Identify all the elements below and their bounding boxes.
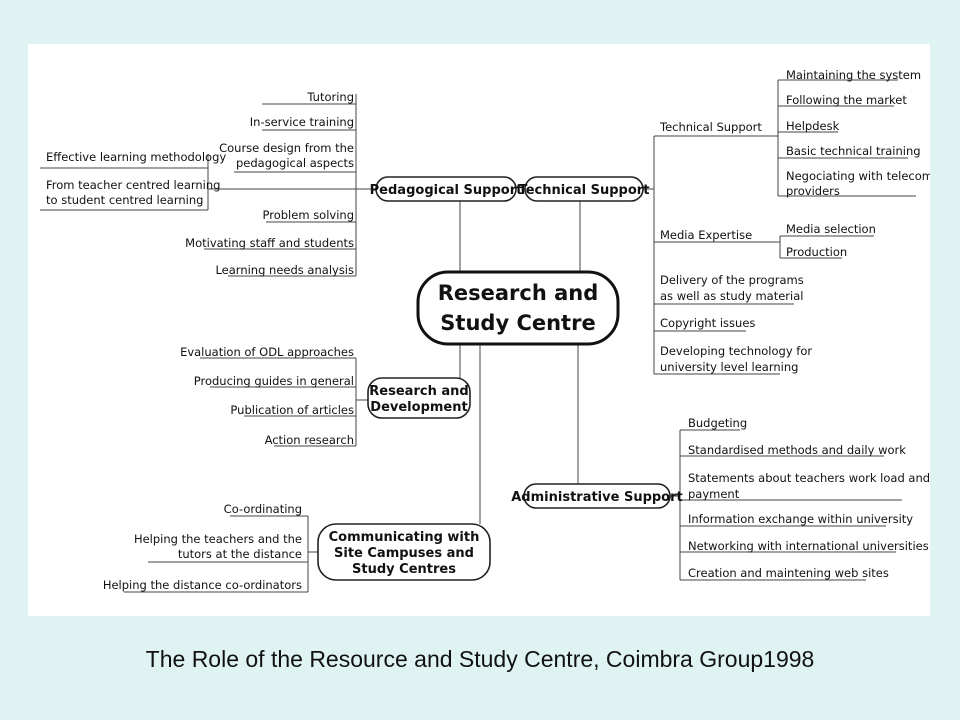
item-following: Following the market [786,93,907,107]
item-developing-line1: Developing technology for [660,344,812,358]
hub-research-label-line1: Research and [369,384,468,399]
mind-map-diagram: Research and Study Centre Pedagogical Su… [40,68,930,593]
item-copyright: Copyright issues [660,316,755,330]
item-producing-guides: Producing guides in general [194,374,354,388]
item-statements-line1: Statements about teachers work load and [688,471,930,485]
item-basic-training: Basic technical training [786,144,921,158]
item-delivery-line2: as well as study material [660,289,803,303]
item-coordinating: Co-ordinating [224,502,302,516]
hub-technical-label: Technical Support [519,183,650,198]
item-developing-line2: university level learning [660,360,798,374]
central-node: Research and Study Centre [416,270,620,346]
item-negotiating-line2: providers [786,184,840,198]
item-production: Production [786,245,847,259]
item-information-exchange: Information exchange within university [688,512,913,526]
item-motivating: Motivating staff and students [185,236,354,250]
item-helping-distance: Helping the distance co-ordinators [103,578,302,592]
item-standardised: Standardised methods and daily work [688,443,906,457]
mind-map-canvas: Research and Study Centre Pedagogical Su… [28,44,930,616]
hub-research-label-line2: Development [370,400,467,415]
item-media-expertise: Media Expertise [660,228,752,242]
item-creation-web: Creation and maintening web sites [688,566,889,580]
slide-caption: The Role of the Resource and Study Centr… [145,646,815,672]
item-learning-needs: Learning needs analysis [215,263,354,277]
hub-pedagogical-label: Pedagogical Support [370,183,523,198]
item-course-design-line1: Course design from the [219,141,354,155]
research-items: Evaluation of ODL approaches Producing g… [180,345,354,447]
hub-pedagogical-support: Pedagogical Support [370,176,523,202]
item-technical-support: Technical Support [659,120,762,134]
connectors [40,79,916,593]
hub-communicating-line1: Communicating with [329,530,480,545]
item-delivery-line1: Delivery of the programs [660,273,804,287]
item-helpdesk: Helpdesk [786,119,840,133]
hub-communicating: Communicating with Site Campuses and Stu… [317,523,491,581]
item-publication: Publication of articles [230,403,354,417]
item-helping-teachers-line2: tutors at the distance [178,547,302,561]
hub-administrative-label: Administrative Support [511,490,683,505]
central-title-line2: Study Centre [440,311,595,335]
item-effective-learning: Effective learning methodology [46,150,226,164]
item-teacher-centred-line1: From teacher centred learning [46,178,220,192]
item-budgeting: Budgeting [688,416,747,430]
item-networking: Networking with international universiti… [688,539,929,553]
item-evaluation: Evaluation of ODL approaches [180,345,354,359]
item-helping-teachers-line1: Helping the teachers and the [134,532,302,546]
administrative-items: Budgeting Standardised methods and daily… [688,416,930,580]
pedagogical-items: Tutoring In-service training Course desi… [46,90,354,277]
item-action-research: Action research [265,433,354,447]
central-title-line1: Research and [438,281,599,305]
item-problem-solving: Problem solving [263,208,354,222]
hub-technical-support: Technical Support [519,176,650,202]
item-negotiating-line1: Negociating with telecom [786,169,930,183]
communicating-items: Co-ordinating Helping the teachers and t… [103,502,302,592]
item-statements-line2: payment [688,487,740,501]
technical-items: Technical Support Maintaining the system… [659,68,930,374]
item-course-design-line2: pedagogical aspects [236,156,354,170]
item-media-selection: Media selection [786,222,876,236]
hub-communicating-line3: Study Centres [352,562,456,577]
hub-administrative-support: Administrative Support [511,483,683,509]
item-tutoring: Tutoring [306,90,354,104]
hub-communicating-line2: Site Campuses and [334,546,474,561]
hub-research-development: Research and Development [367,377,471,419]
item-maintaining: Maintaining the system [786,68,921,82]
item-teacher-centred-line2: to student centred learning [46,193,203,207]
item-inservice-training: In-service training [250,115,354,129]
